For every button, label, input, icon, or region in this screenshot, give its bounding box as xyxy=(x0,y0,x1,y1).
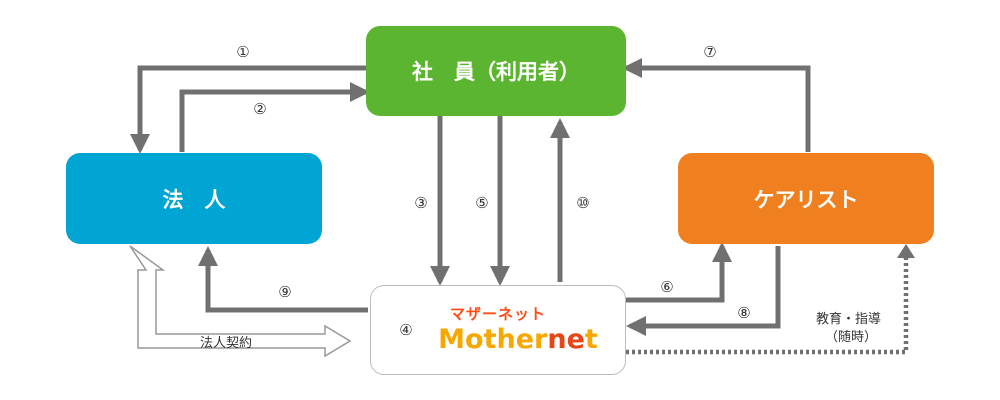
mothernet-logo: Mothernet xyxy=(438,324,598,356)
step-5-label: ⑤ xyxy=(475,194,489,212)
mothernet-kana: マザーネット xyxy=(449,305,546,323)
carelist-label: ケアリスト xyxy=(753,187,859,212)
arrow-step-2 xyxy=(179,82,370,152)
education-label-line2: （随時） xyxy=(825,330,878,345)
education-label-line1: 教育・指導 xyxy=(816,312,882,327)
step-4-label: ④ xyxy=(399,321,413,339)
arrow-education-head xyxy=(897,244,915,258)
step-8-label: ⑧ xyxy=(737,304,751,322)
step-1-label: ① xyxy=(236,43,250,61)
carelist-box: ケアリスト xyxy=(678,153,934,244)
step-9-label: ⑨ xyxy=(278,283,292,301)
step-10-label: ⑩ xyxy=(576,194,590,212)
mothernet-logo-main: Mother xyxy=(438,324,548,355)
arrow-step-9 xyxy=(198,246,368,313)
contract-label: 法人契約 xyxy=(200,336,253,351)
arrow-step-1 xyxy=(130,65,366,154)
step-3-label: ③ xyxy=(414,194,428,212)
step-7-label: ⑦ xyxy=(703,43,717,61)
corporation-label: 法 人 xyxy=(162,187,226,212)
step-2-label: ② xyxy=(253,100,267,118)
mothernet-logo-accent: ne xyxy=(547,324,585,355)
mothernet-box: マザーネット Mothernet xyxy=(370,285,626,375)
employee-label: 社 員（利用者） xyxy=(412,60,580,84)
arrow-step-8 xyxy=(626,246,781,336)
step-6-label: ⑥ xyxy=(660,278,674,296)
arrow-step-7 xyxy=(622,58,811,152)
mothernet-logo-end: t xyxy=(584,324,598,355)
arrow-step-6 xyxy=(626,242,732,303)
employee-box: 社 員（利用者） xyxy=(366,26,626,116)
corporation-box: 法 人 xyxy=(66,153,322,244)
contract-hollow-arrow xyxy=(129,245,352,358)
